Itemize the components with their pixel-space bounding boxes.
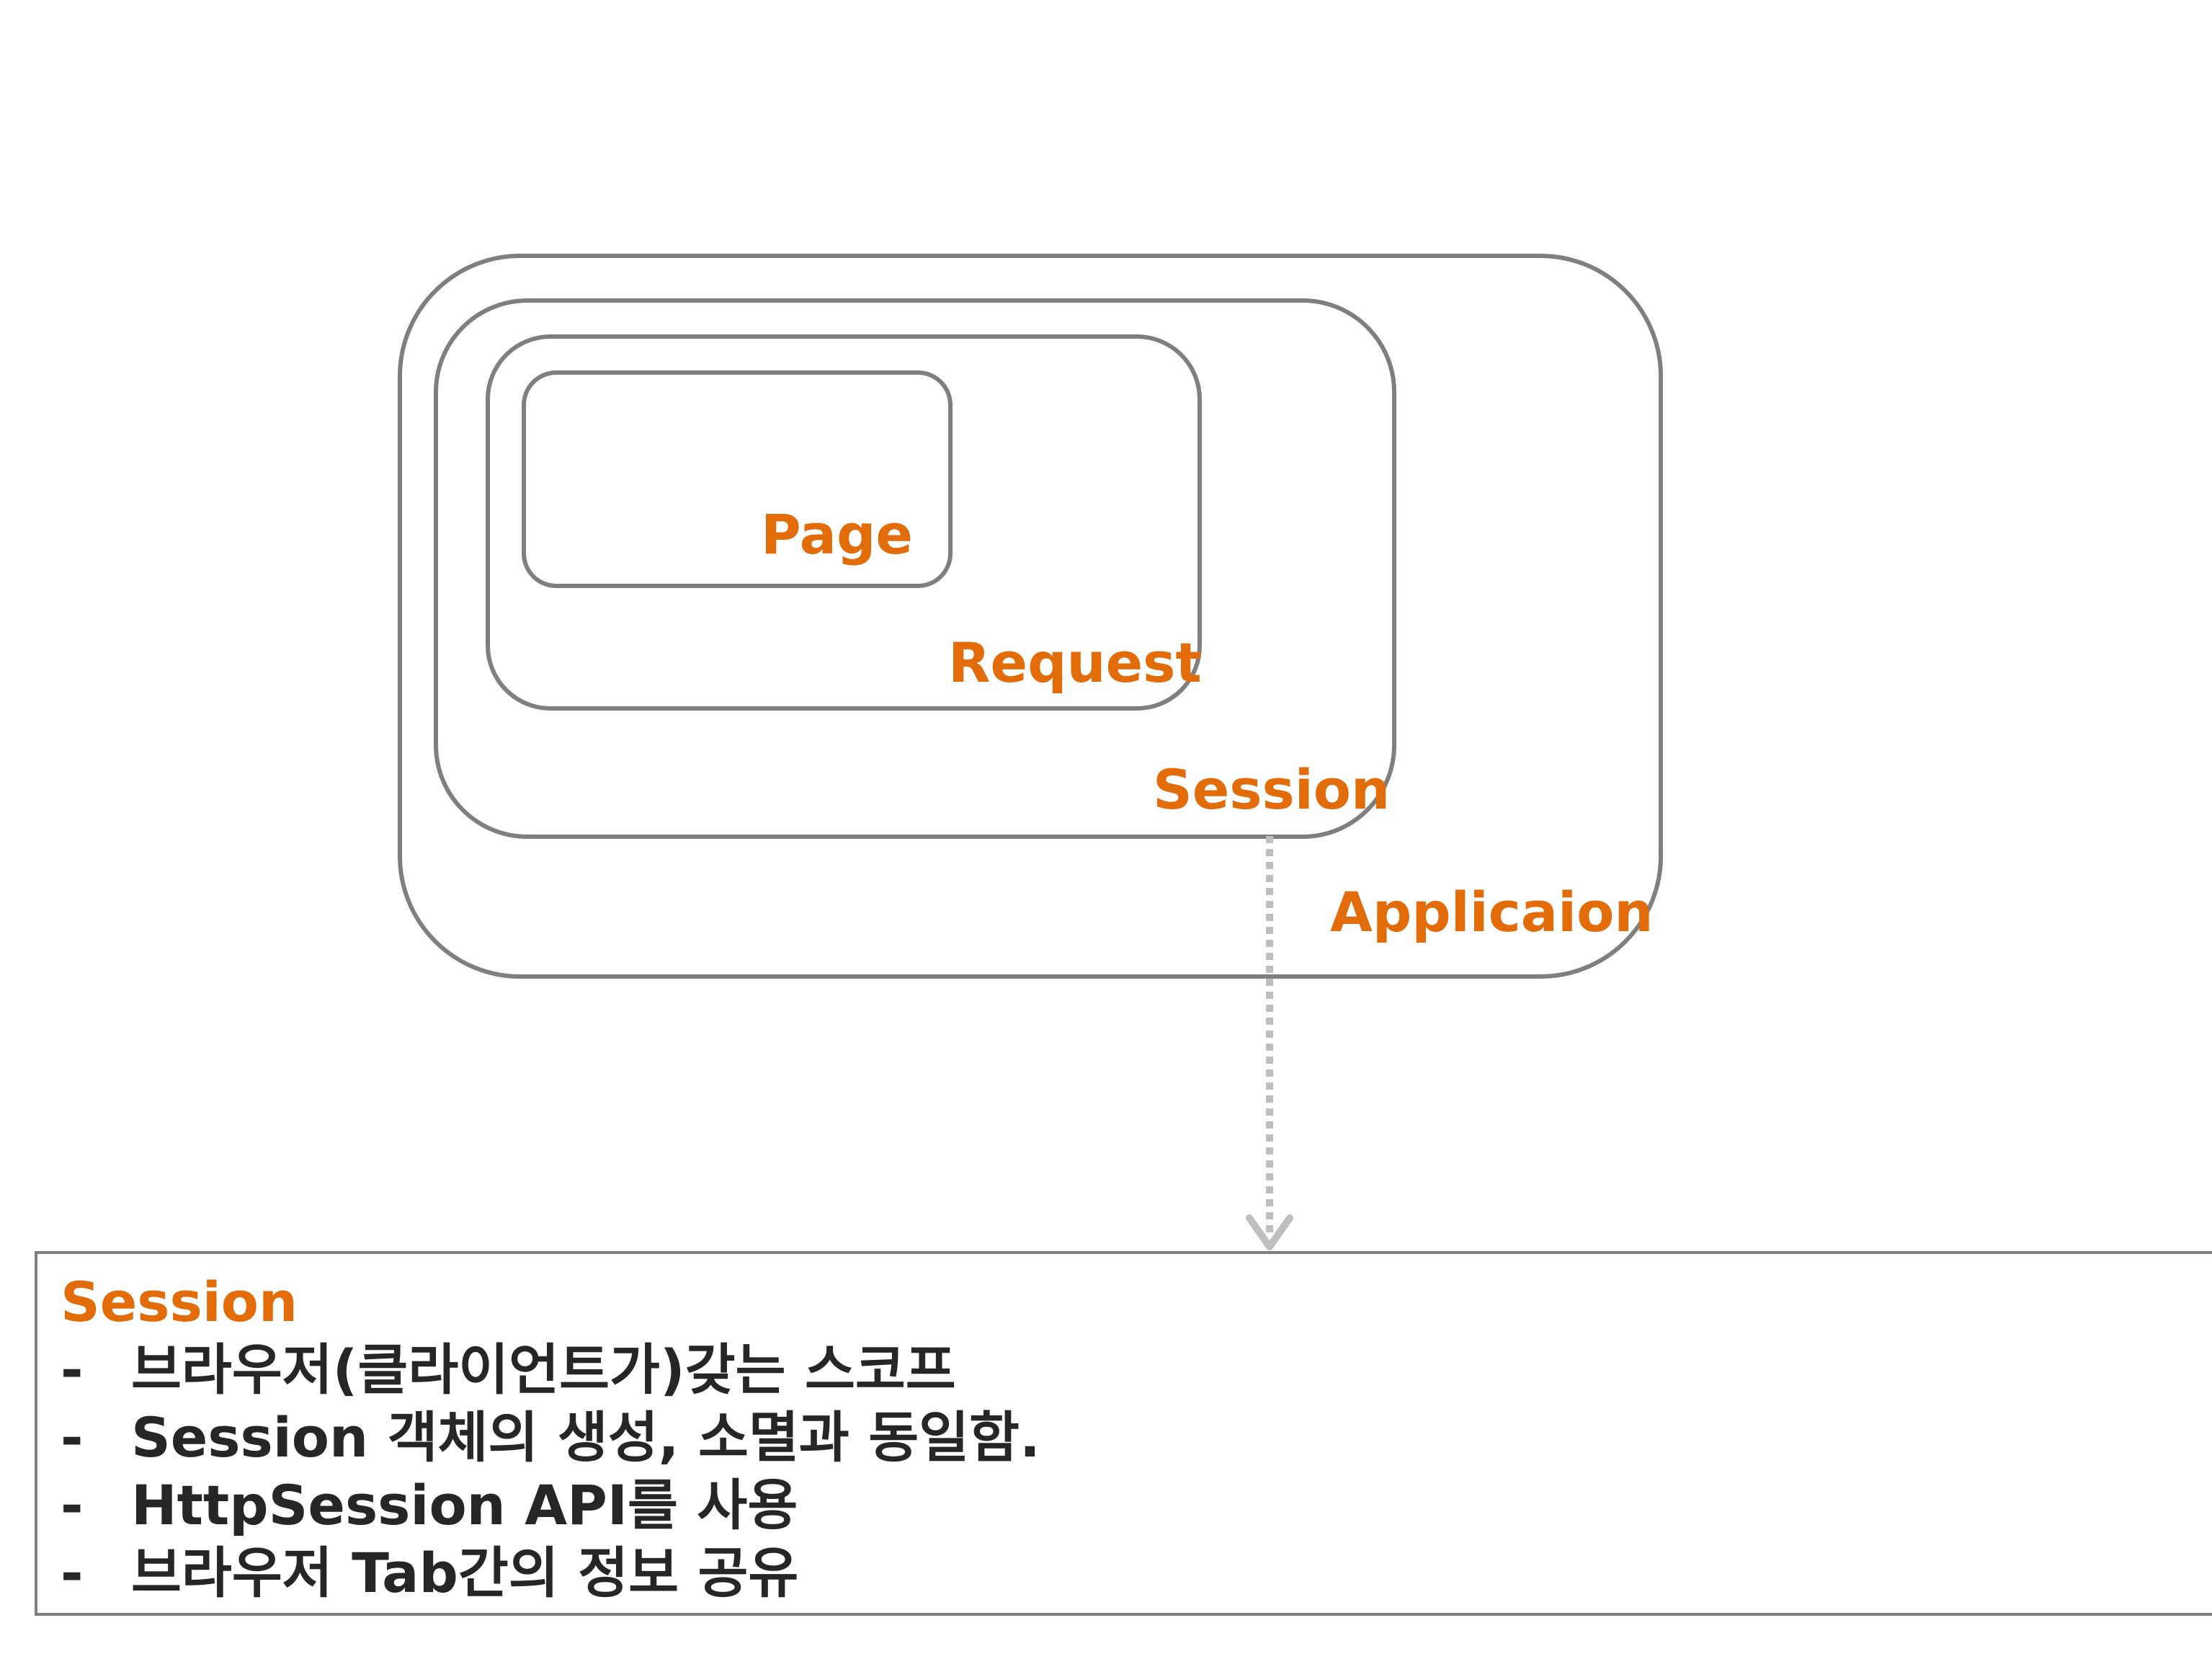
arrow-head-icon: [1246, 1214, 1293, 1250]
list-item-text: Session 객체의 생성, 소멸과 동일함.: [131, 1405, 1040, 1469]
info-title: Session: [61, 1270, 298, 1334]
session-scope-box: [434, 298, 1396, 839]
bullet-dash: -: [61, 1405, 84, 1469]
list-item: -HttpSession API를 사용: [61, 1472, 2200, 1539]
session-info-box: Session -브라우저(클라이언트가)갖는 스코프 -Session 객체의…: [35, 1251, 2212, 1616]
list-item-text: 브라우저(클라이언트가)갖는 스코프: [131, 1338, 956, 1402]
list-item: -Session 객체의 생성, 소멸과 동일함.: [61, 1404, 2200, 1472]
request-scope-box: [486, 334, 1202, 711]
dotted-connector-arrow: [1246, 836, 1293, 1250]
bullet-dash: -: [61, 1338, 84, 1402]
list-item-text: HttpSession API를 사용: [131, 1473, 798, 1537]
page-scope-label: Page: [761, 502, 913, 566]
application-scope-box: [398, 254, 1663, 979]
bullet-dash: -: [61, 1473, 84, 1537]
list-item: -브라우저 Tab간의 정보 공유: [61, 1539, 2200, 1607]
bullet-dash: -: [61, 1541, 84, 1605]
list-item: -브라우저(클라이언트가)갖는 스코프: [61, 1336, 2200, 1404]
application-scope-label: Applicaion: [1330, 880, 1654, 944]
request-scope-label: Request: [948, 631, 1202, 695]
page-scope-box: [522, 370, 953, 588]
session-scope-label: Session: [1153, 757, 1391, 822]
info-bullet-list: -브라우저(클라이언트가)갖는 스코프 -Session 객체의 생성, 소멸과…: [61, 1336, 2200, 1607]
list-item-text: 브라우저 Tab간의 정보 공유: [131, 1541, 799, 1605]
